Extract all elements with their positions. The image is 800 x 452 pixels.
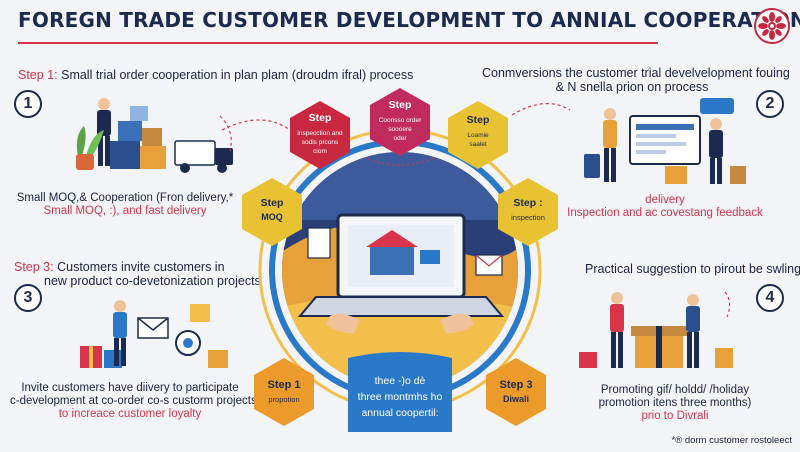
step1-heading-text: Small trial order cooperation in plan pl… <box>61 68 414 82</box>
hexagon-mid-right: Step : inspection <box>498 178 558 246</box>
hex-top-center-title: Step <box>389 99 412 111</box>
step1-illustration <box>76 98 233 173</box>
hex-top-left-body-3: ciom <box>313 148 327 155</box>
step2-caption-line2: Inspection and ac covestang feedback <box>567 207 763 219</box>
step3-heading-line2: new product co-devetonization projects <box>44 274 261 288</box>
laptop-base <box>297 296 505 317</box>
hex-bottom-right-title: Step 3 <box>499 379 532 391</box>
hex-bottom-left-title: Step 1 <box>267 379 300 391</box>
step1-number-badge: 1 <box>14 90 42 118</box>
step3-caption-line2: c-development at co-order co-s custorm p… <box>10 395 257 407</box>
step3-caption-line1: Invite customers have diivery to partici… <box>21 382 239 394</box>
title-underline <box>18 42 658 44</box>
step4-illustration <box>579 291 733 368</box>
step3-heading-line1: Customers invite customers in <box>57 260 225 274</box>
hex-bottom-right-body-1: Diwali <box>503 394 529 404</box>
step1-prefix: Step 1: <box>18 68 58 82</box>
center-banner: thee -)o dè three montmhs ho annual coop… <box>348 352 452 432</box>
hex-top-right-body-1: Loamie <box>467 132 489 139</box>
step2-heading-line2: & N snella prion on process <box>555 80 709 94</box>
hex-top-right-body-2: saalet <box>469 141 487 148</box>
hexagon-bottom-right: Step 3 Diwali <box>486 358 546 426</box>
step2-heading-line1: Conmversions the customer trial develvel… <box>482 66 790 80</box>
step1-heading: Step 1: Small trial order cooperation in… <box>18 68 413 82</box>
seal-logo-icon <box>754 8 790 44</box>
step3-caption: Invite customers have diivery to partici… <box>10 382 257 421</box>
connector-step2 <box>511 102 571 116</box>
hexagon-mid-left: Step MOQ <box>242 178 302 246</box>
hex-top-center-body-3: oder <box>393 135 407 142</box>
hex-top-left-body-1: inspecction and <box>297 130 343 137</box>
connector-step1 <box>221 119 291 131</box>
step3-number-badge: 3 <box>14 284 42 312</box>
step1-caption-line2: Small MOQ, :), and fast delivery <box>43 205 207 217</box>
step2-number-badge: 2 <box>756 90 784 118</box>
hex-bottom-left-body-1: propotion <box>268 395 299 404</box>
page-title: FOREGN TRADE CUSTOMER DEVELOPMENT TO ANN… <box>18 8 800 32</box>
hex-top-left-body-2: sodis prcons <box>302 139 339 146</box>
hex-mid-right-body-1: inspection <box>511 213 545 222</box>
step3-prefix: Step 3: <box>14 260 54 274</box>
center-banner-line1: thee -)o dè <box>375 375 426 387</box>
hex-top-left-title: Step <box>309 112 332 124</box>
step3-illustration <box>80 300 228 368</box>
step3-heading: Step 3: Customers invite customers in ne… <box>14 260 261 288</box>
step4-caption-line1: Promoting gif/ holdd/ /holiday <box>600 384 750 396</box>
step2-heading: Conmversions the customer trial develvel… <box>482 66 790 94</box>
hex-mid-left-body-1: MOQ <box>261 212 283 222</box>
step1-caption: Small MOQ,& Cooperation (Fron delivery,*… <box>10 192 240 218</box>
center-banner-line2: three montmhs ho <box>358 391 443 403</box>
center-diagram <box>258 128 542 412</box>
hex-mid-right-title: Step : <box>513 197 542 209</box>
step4-number-badge: 4 <box>756 284 784 312</box>
footer-note: *® dorm customer rostoleect <box>671 435 792 446</box>
hexagon-bottom-left: Step 1 propotion <box>254 358 314 426</box>
hexagon-top-right: Step Loamie saalet <box>448 101 508 169</box>
hex-top-right-title: Step <box>467 114 490 126</box>
hex-top-center-body-1: Coonsso order <box>379 117 422 124</box>
step4-caption-line2: promotion itens three months) <box>598 397 752 409</box>
step1-caption-line1: Small MOQ,& Cooperation (Fron delivery,* <box>16 192 234 204</box>
hexagon-top-left: Step inspecction and sodis prcons ciom <box>290 101 350 169</box>
step4-caption-line3: prio to Divrali <box>641 410 709 422</box>
step4-caption: Promoting gif/ holdd/ /holiday promotion… <box>560 384 790 423</box>
step3-caption-line3: to increace customer loyalty <box>58 408 202 420</box>
center-banner-line3: annual coopertil: <box>361 407 438 419</box>
hexagon-top-center: Step Coonsso order soooere oder <box>370 88 430 156</box>
step2-caption-line1: delivery <box>645 194 685 206</box>
hex-mid-left-title: Step <box>261 197 284 209</box>
step2-caption: delivery Inspection and ac covestang fee… <box>545 194 785 220</box>
step2-illustration <box>584 98 746 184</box>
step4-heading: Practical suggestion to pirout be swling <box>585 262 800 276</box>
hex-top-center-body-2: soooere <box>388 126 412 133</box>
